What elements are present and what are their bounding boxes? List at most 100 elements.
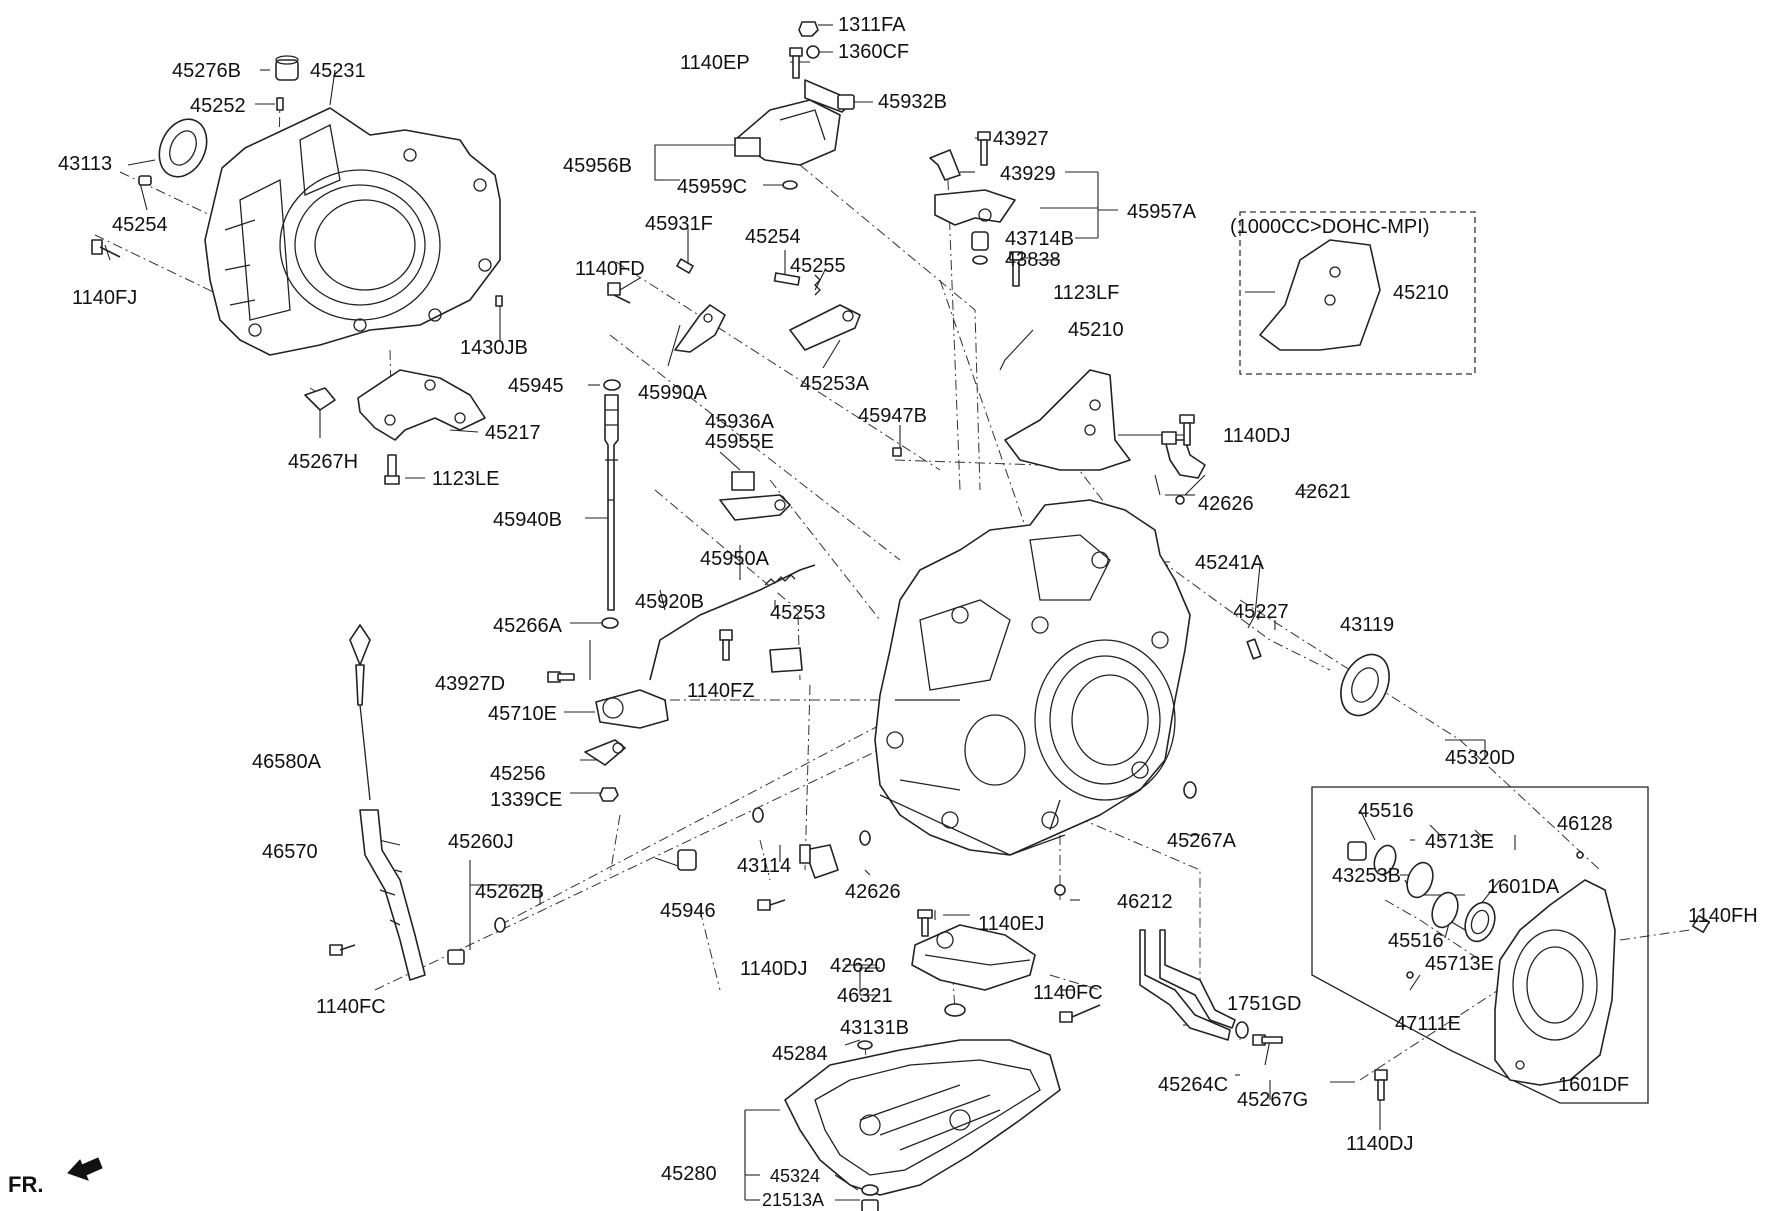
- label-front: FR.: [8, 1172, 43, 1197]
- cable-45920B: [649, 564, 816, 681]
- label-1140FZ: 1140FZ: [687, 680, 754, 702]
- label-1140EJ: 1140EJ: [978, 913, 1044, 935]
- label-45956B: 45956B: [563, 155, 632, 177]
- shift-shaft-45940B: [604, 394, 619, 611]
- label-45940B: 45940B: [493, 509, 562, 531]
- label-1360CF: 1360CF: [838, 41, 909, 63]
- label-45516b: 45516: [1388, 930, 1444, 952]
- nut-1311FA: [798, 21, 819, 37]
- label-45210: 45210: [1068, 319, 1124, 341]
- bush-43253B: [1347, 841, 1367, 861]
- bell-housing: [204, 107, 501, 356]
- label-45256: 45256: [490, 763, 546, 785]
- pin-1430JB: [495, 295, 503, 307]
- inhibitor-switch: [734, 99, 841, 166]
- label-43114: 43114: [737, 855, 791, 877]
- label-1140EP: 1140EP: [680, 52, 750, 74]
- spring-45255: [814, 274, 821, 296]
- label-1339CE: 1339CE: [490, 789, 562, 811]
- label-45955E: 45955E: [705, 431, 774, 453]
- assembly-lines: [94, 96, 1691, 1211]
- label-45266A: 45266A: [493, 615, 563, 637]
- label-43119: 43119: [1340, 614, 1394, 636]
- label-45253: 45253: [770, 602, 826, 624]
- oring-45284: [857, 1040, 873, 1050]
- bolt-45227: [1246, 638, 1262, 660]
- label-45713E: 45713E: [1425, 831, 1494, 853]
- label-43253B: 43253B: [1332, 865, 1401, 887]
- label-45267G: 45267G: [1237, 1089, 1308, 1111]
- label-45264C: 45264C: [1158, 1074, 1228, 1096]
- gasket-45936A: [731, 471, 755, 491]
- label-46570: 46570: [262, 841, 318, 863]
- sensor-42620: [799, 844, 839, 879]
- nut-1339CE: [599, 787, 619, 802]
- bolt-43927D: [547, 671, 575, 683]
- bolt-1140FJ: [91, 239, 121, 258]
- oring-45266A: [601, 617, 619, 629]
- oring-45262B: [494, 917, 506, 933]
- label-1140DJb: 1140DJ: [740, 958, 807, 980]
- label-45713Eb: 45713E: [1425, 953, 1494, 975]
- bolt-45267G: [1252, 1034, 1283, 1046]
- label-1751GD: 1751GD: [1227, 993, 1302, 1015]
- oring-45945: [603, 379, 621, 391]
- pin-45947B: [892, 447, 902, 457]
- oil-filter-46321: [911, 924, 1036, 991]
- variant-box: [1239, 211, 1476, 375]
- label-45932B: 45932B: [878, 91, 947, 113]
- label-45260J: 45260J: [448, 831, 514, 853]
- label-45324: 45324: [770, 1166, 820, 1186]
- dipstick-tube-46570: [359, 809, 426, 981]
- pin-45931F: [676, 258, 694, 274]
- label-45241A: 45241A: [1195, 552, 1265, 574]
- bolt-1140FH: [1692, 915, 1710, 933]
- label-45217: 45217: [485, 422, 541, 444]
- plug-45324: [861, 1199, 879, 1211]
- label-42626: 42626: [1198, 493, 1254, 515]
- label-45262B: 45262B: [475, 881, 544, 903]
- bracket-45210: [1004, 369, 1131, 471]
- oring-45713Ea: [1406, 861, 1434, 899]
- label-1140FJ: 1140FJ: [72, 287, 137, 309]
- gasket-21513A: [861, 1184, 879, 1196]
- label-43838: 43838: [1005, 249, 1061, 271]
- sensor-42621: [1161, 431, 1206, 479]
- oring-42626a: [1175, 495, 1185, 505]
- oring-43114: [752, 807, 764, 823]
- front-arrow-icon: [67, 1157, 103, 1181]
- bolt-43927: [977, 131, 991, 166]
- label-45959C: 45959C: [677, 176, 747, 198]
- label-46128: 46128: [1557, 813, 1613, 835]
- label-46321: 46321: [837, 985, 893, 1007]
- oil-pan-45280: [784, 1039, 1061, 1196]
- label-46580A: 46580A: [252, 751, 322, 773]
- label-1430JB: 1430JB: [460, 337, 528, 359]
- label-45710E: 45710E: [488, 703, 557, 725]
- part-labels: 1311FA 1140EP 1360CF 45932B 45276B 45231…: [8, 14, 1758, 1210]
- label-45950A: 45950A: [700, 548, 770, 570]
- pump-assembly-box: [1311, 786, 1649, 1104]
- bracket-45217: [357, 369, 486, 441]
- label-45990A: 45990A: [638, 382, 708, 404]
- pin-46128: [1576, 851, 1584, 859]
- label-42620: 42620: [830, 955, 886, 977]
- label-variant: (1000CC>DOHC-MPI): [1230, 216, 1429, 238]
- label-46212: 46212: [1117, 891, 1173, 913]
- oring-43838: [972, 255, 988, 265]
- label-45280: 45280: [661, 1163, 717, 1185]
- plug-46212: [1054, 884, 1066, 896]
- label-1311FA: 1311FA: [838, 14, 906, 36]
- lever-45256: [584, 739, 626, 766]
- plug-45254a: [138, 175, 152, 186]
- label-45920B: 45920B: [635, 591, 704, 613]
- cap-45276B: [275, 55, 299, 81]
- label-45320D: 45320D: [1445, 747, 1515, 769]
- label-45210-variant: 45210: [1393, 282, 1449, 304]
- label-1601DF: 1601DF: [1558, 1074, 1629, 1096]
- oil-seal-43119: [1340, 653, 1390, 717]
- label-42626b: 42626: [845, 881, 901, 903]
- retainer-43929: [929, 149, 961, 181]
- washer-1360CF: [806, 45, 820, 59]
- bush-43714B: [971, 231, 989, 251]
